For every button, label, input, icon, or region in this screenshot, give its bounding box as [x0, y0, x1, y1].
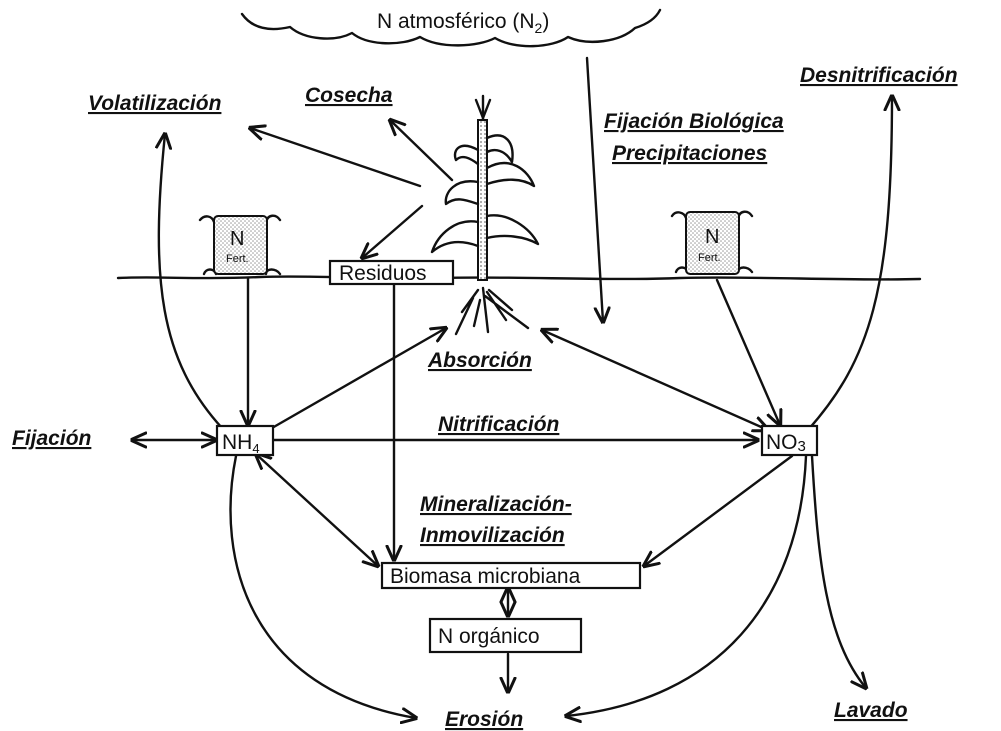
- fixation-label: Fijación: [12, 427, 91, 450]
- svg-text:Residuos: Residuos: [339, 262, 427, 285]
- arrow-plant-to-harvest: [390, 120, 454, 182]
- no3-box: NO3: [760, 424, 819, 457]
- mineralization-label: Mineralización-: [420, 493, 572, 516]
- denitrification-label: Desnitrificación: [800, 64, 958, 87]
- arrow-nh4-biomass: [256, 454, 378, 566]
- arrow-plant-to-residues: [362, 204, 424, 258]
- svg-text:NH4: NH4: [222, 431, 260, 456]
- nitrification-label: Nitrificación: [438, 413, 559, 436]
- absorption-label: Absorción: [427, 349, 532, 372]
- arrow-no3-to-erosion: [566, 454, 808, 716]
- soil-surface-line: [116, 275, 922, 281]
- nh4-box: NH4: [215, 424, 275, 457]
- harvest-label: Cosecha: [305, 84, 393, 107]
- arrow-atmosphere-to-soil: [585, 56, 603, 322]
- arrow-nh4-to-absorption: [270, 328, 446, 430]
- arrow-no3-to-biomass: [644, 454, 794, 566]
- svg-text:N: N: [230, 228, 244, 250]
- arrow-nh4-to-erosion: [229, 454, 416, 718]
- arrow-absorption-no3: [542, 330, 768, 430]
- organic-n-box: N orgánico: [428, 617, 583, 654]
- svg-text:Fert.: Fert.: [226, 253, 249, 265]
- immobilization-label: Inmovilización: [420, 524, 565, 547]
- arrow-no3-to-leaching: [810, 454, 866, 688]
- svg-text:N orgánico: N orgánico: [438, 625, 540, 648]
- arrow-nh4-to-volatilization: [159, 134, 224, 430]
- biological-fixation-label: Fijación Biológica: [604, 110, 784, 133]
- residues-box: Residuos: [328, 259, 455, 286]
- fertilizer-bag-left: N Fert.: [198, 214, 282, 276]
- microbial-biomass-box: Biomasa microbiana: [380, 561, 642, 590]
- volatilization-label: Volatilización: [88, 92, 221, 115]
- svg-text:Fert.: Fert.: [698, 252, 721, 264]
- svg-text:N: N: [705, 226, 719, 248]
- svg-text:NO3: NO3: [766, 431, 806, 455]
- arrow-fert-to-no3: [715, 278, 780, 425]
- corn-plant-illustration: [430, 94, 540, 336]
- arrow-plant-to-volatilization: [250, 128, 422, 188]
- erosion-label: Erosión: [445, 708, 523, 731]
- svg-text:Biomasa microbiana: Biomasa microbiana: [390, 565, 581, 588]
- arrow-no3-to-denitrification: [806, 96, 892, 432]
- leaching-label: Lavado: [834, 699, 908, 722]
- precipitation-label: Precipitaciones: [612, 142, 767, 165]
- atmosphere-cloud: [240, 8, 662, 48]
- flow-arrows: [132, 56, 892, 718]
- atmosphere-label: N atmosférico (N2): [377, 10, 549, 36]
- fertilizer-bag-right: N Fert.: [670, 210, 754, 275]
